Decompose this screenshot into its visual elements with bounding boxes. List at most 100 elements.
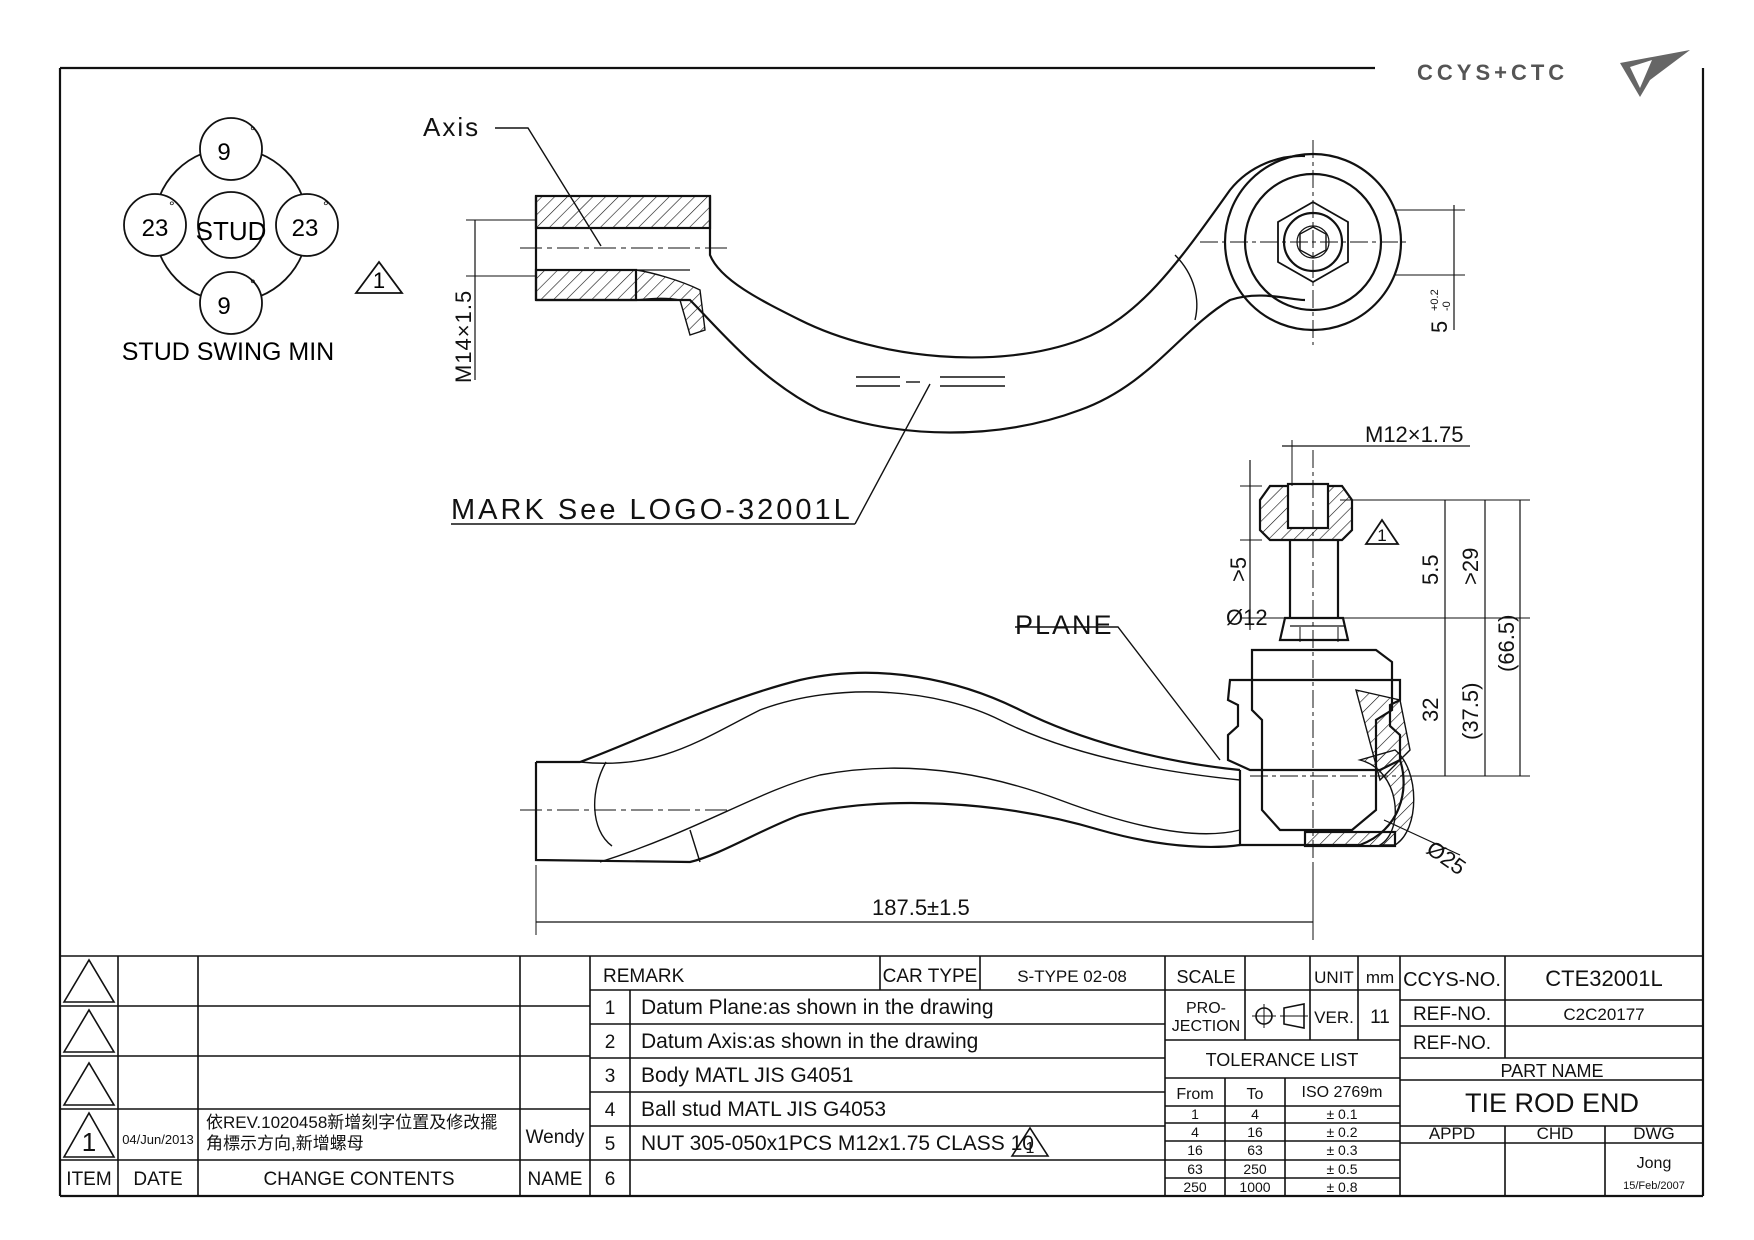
revision-block: 1 04/Jun/2013 依REV.1020458新增刻字位置及修改擺 角標示… — [66, 1113, 585, 1190]
unit-value: mm — [1366, 968, 1394, 987]
car-type-label: CAR TYPE — [883, 966, 978, 987]
projection-label-2: JECTION — [1172, 1018, 1240, 1035]
tol-row-5-to: 1000 — [1239, 1179, 1270, 1195]
dim-66-5: (66.5) — [1494, 615, 1519, 672]
tol-row-2-from: 4 — [1191, 1124, 1199, 1140]
hole-tol-plus: +0.2 — [1429, 289, 1441, 311]
title-block-grid — [60, 955, 1703, 1196]
remark-2-no: 2 — [605, 1032, 616, 1053]
side-view — [520, 440, 1530, 940]
ccys-no-label: CCYS-NO. — [1403, 969, 1501, 991]
remark-2-text: Datum Axis:as shown in the drawing — [641, 1030, 978, 1053]
bottom-angle: 9 — [217, 293, 230, 320]
rev-header-contents: CHANGE CONTENTS — [263, 1169, 454, 1190]
remark-4-no: 4 — [605, 1100, 616, 1121]
remark-6-no: 6 — [605, 1169, 616, 1190]
bottom-deg: ° — [250, 276, 256, 292]
rev-row-4-date: 04/Jun/2013 — [122, 1132, 194, 1147]
stud-swing-diagram — [123, 117, 404, 335]
tol-row-1-value: ± 0.1 — [1326, 1106, 1357, 1122]
ref-no2-label: REF-NO. — [1413, 1033, 1491, 1054]
left-angle: 23 — [142, 215, 169, 242]
rev-header-name: NAME — [528, 1169, 583, 1190]
dim-29: >29 — [1458, 548, 1483, 585]
tol-row-3-from: 16 — [1187, 1142, 1203, 1158]
mark-label: MARK See LOGO-32001L — [451, 494, 853, 526]
tol-row-3-value: ± 0.3 — [1326, 1142, 1357, 1158]
ccys-ctc-logo: CCYS+CTC — [1417, 50, 1690, 97]
rev-mark-nut: 1 — [1377, 526, 1386, 545]
stud-label: STUD — [196, 216, 267, 246]
tol-row-5-value: ± 0.8 — [1326, 1179, 1357, 1195]
tol-row-2-to: 16 — [1247, 1124, 1263, 1140]
top-view — [451, 127, 1465, 525]
tol-row-4-value: ± 0.5 — [1326, 1161, 1357, 1177]
dim-length: 187.5±1.5 — [872, 895, 970, 920]
stud-thread-label: M12×1.75 — [1365, 422, 1463, 447]
dwg-label: DWG — [1633, 1124, 1675, 1143]
dim-phi25: Ø25 — [1422, 836, 1470, 880]
appd-label: APPD — [1429, 1124, 1475, 1143]
part-name-value: TIE ROD END — [1465, 1088, 1639, 1118]
top-deg: ° — [250, 123, 256, 139]
remark-4-text: Ball stud MATL JIS G4053 — [641, 1098, 886, 1121]
rev-header-item: ITEM — [66, 1169, 111, 1190]
unit-label: UNIT — [1314, 968, 1354, 987]
scale-label: SCALE — [1176, 967, 1235, 987]
dwg-date: 15/Feb/2007 — [1623, 1180, 1685, 1192]
rev-header-date: DATE — [133, 1169, 182, 1190]
top-angle: 9 — [217, 139, 230, 166]
rev-mark-swing: 1 — [373, 268, 385, 293]
drawing-frame — [58, 66, 1705, 1198]
left-deg: ° — [169, 198, 175, 214]
tol-row-4-from: 63 — [1187, 1161, 1203, 1177]
ver-label: VER. — [1314, 1008, 1354, 1027]
right-angle: 23 — [292, 215, 319, 242]
part-name-label: PART NAME — [1500, 1061, 1603, 1081]
car-type-value: S-TYPE 02-08 — [1017, 967, 1127, 986]
remark-5-no: 5 — [605, 1134, 616, 1155]
title-block: CCYS-NO. CTE32001L REF-NO. C2C20177 REF-… — [1403, 966, 1685, 1192]
top-view-labels: Axis M14×1.5 MARK See LOGO-32001L 5 +0.2… — [423, 112, 1453, 526]
remark-5-rev: 1 — [1026, 1140, 1035, 1157]
tol-header-to: To — [1247, 1086, 1264, 1103]
scale-block: SCALE UNIT mm PRO- JECTION VER. 11 TOLER… — [1172, 967, 1394, 1195]
rev-row-4-mark: 1 — [82, 1127, 96, 1157]
rev-row-4-name: Wendy — [526, 1127, 585, 1148]
axis-label: Axis — [423, 112, 480, 142]
tol-header-from: From — [1176, 1086, 1213, 1103]
chd-label: CHD — [1537, 1124, 1574, 1143]
tol-row-2-value: ± 0.2 — [1326, 1124, 1357, 1140]
tolerance-title: TOLERANCE LIST — [1206, 1050, 1359, 1070]
tol-row-5-from: 250 — [1183, 1179, 1207, 1195]
dwg-name: Jong — [1637, 1155, 1672, 1172]
remark-3-text: Body MATL JIS G4051 — [641, 1064, 853, 1087]
dim-5: >5 — [1226, 557, 1251, 582]
remark-5-text: NUT 305-050x1PCS M12x1.75 CLASS 10 — [641, 1132, 1034, 1155]
dim-32: 32 — [1418, 698, 1443, 722]
side-view-labels: M12×1.75 >5 Ø12 PLANE 5.5 >29 32 (37.5) … — [872, 422, 1519, 920]
ref-no-label: REF-NO. — [1413, 1004, 1491, 1025]
rev-row-4-contents-1: 依REV.1020458新增刻字位置及修改擺 — [206, 1113, 497, 1132]
remark-1-no: 1 — [605, 998, 616, 1019]
ref-no-value: C2C20177 — [1563, 1005, 1644, 1024]
dim-phi12: Ø12 — [1226, 605, 1268, 630]
svg-text:CCYS+CTC: CCYS+CTC — [1417, 60, 1568, 85]
rev-row-4-contents-2: 角標示方向,新增螺母 — [206, 1134, 364, 1153]
hole-tol-minus: -0 — [1441, 301, 1453, 311]
right-deg: ° — [323, 198, 329, 214]
remark-label: REMARK — [603, 966, 685, 987]
projection-label-1: PRO- — [1186, 1000, 1226, 1017]
tol-row-4-to: 250 — [1243, 1161, 1267, 1177]
tol-row-1-to: 4 — [1251, 1106, 1259, 1122]
tol-header-iso: ISO 2769m — [1302, 1084, 1383, 1101]
ver-value: 11 — [1370, 1007, 1390, 1028]
remark-3-no: 3 — [605, 1066, 616, 1087]
dim-5-5: 5.5 — [1418, 554, 1443, 585]
tol-row-1-from: 1 — [1191, 1106, 1199, 1122]
plane-label: PLANE — [1015, 610, 1114, 640]
stud-swing-title: STUD SWING MIN — [122, 338, 335, 366]
tol-row-3-to: 63 — [1247, 1142, 1263, 1158]
thread-size-label: M14×1.5 — [451, 290, 476, 383]
